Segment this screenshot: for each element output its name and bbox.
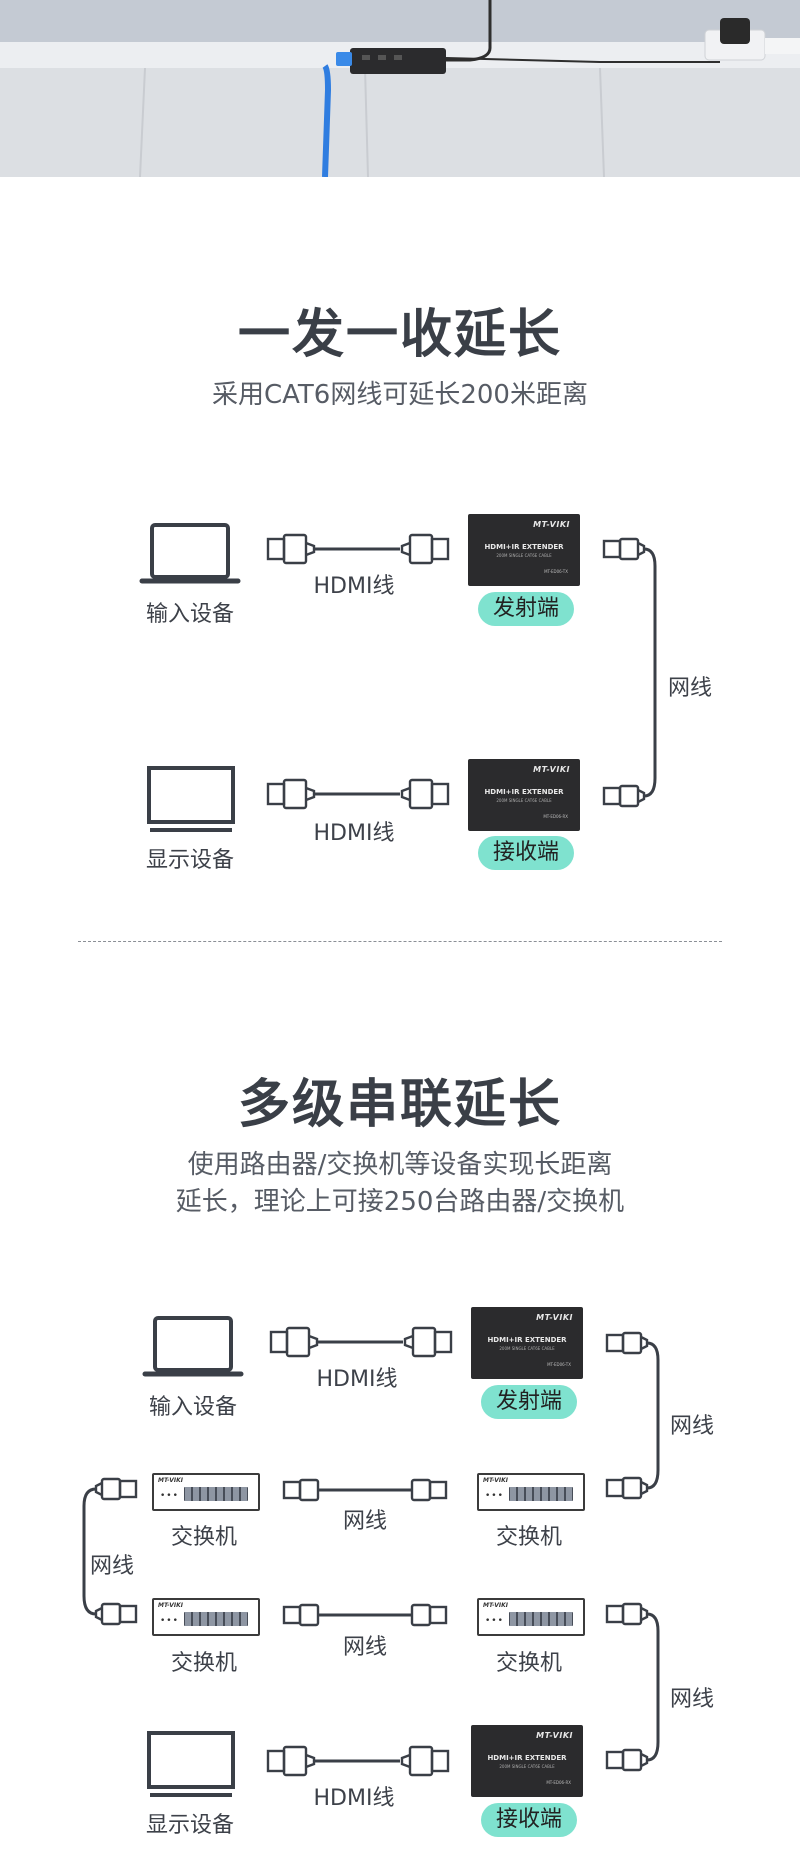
- network-cable-icon: [282, 1603, 448, 1627]
- network-cable-icon: [82, 1477, 138, 1626]
- section1-title: 一发一收延长: [237, 305, 562, 365]
- hdmi-cable-label: HDMI线: [313, 821, 395, 846]
- device-cable-spec: 200M SINGLE CAT6E CABLE: [496, 553, 552, 558]
- hdmi-cable-icon: [269, 1326, 453, 1358]
- receiver-device: MT-VIKI HDMI+IR EXTENDER 200M SINGLE CAT…: [471, 1725, 583, 1797]
- receiver-device: MT-VIKI HDMI+IR EXTENDER 200M SINGLE CAT…: [468, 759, 580, 831]
- device-brand: MT-VIKI: [533, 520, 570, 529]
- network-cable-label: 网线: [669, 1414, 714, 1439]
- switch-leds: •••: [160, 1491, 179, 1501]
- switch-ports: [184, 1612, 248, 1626]
- device-model: HDMI+IR EXTENDER: [484, 543, 564, 551]
- device-code: MT-ED06-TX: [547, 1362, 571, 1367]
- switch-leds: •••: [485, 1491, 504, 1501]
- network-switch: MT-VIKI •••: [477, 1473, 585, 1511]
- switch-brand: MT-VIKI: [158, 1602, 183, 1609]
- hdmi-cable-label: HDMI线: [313, 1786, 395, 1811]
- switch-brand: MT-VIKI: [483, 1477, 508, 1484]
- network-cable-label: 网线: [667, 676, 712, 701]
- network-switch: MT-VIKI •••: [152, 1473, 260, 1511]
- receiver-badge: 接收端: [481, 1803, 577, 1837]
- switch-label: 交换机: [170, 1651, 237, 1676]
- input-device-label: 输入设备: [148, 1395, 237, 1420]
- switch-ports: [509, 1612, 573, 1626]
- receiver-badge: 接收端: [478, 836, 574, 870]
- display-device-label: 显示设备: [145, 1813, 234, 1838]
- network-cable-icon: [605, 1331, 660, 1500]
- monitor-icon: [147, 766, 235, 832]
- hdmi-cable-icon: [266, 778, 450, 810]
- transmitter-device: MT-VIKI HDMI+IR EXTENDER 200M SINGLE CAT…: [468, 514, 580, 586]
- device-brand: MT-VIKI: [536, 1731, 573, 1740]
- product-photo: [0, 0, 800, 177]
- input-device-label: 输入设备: [145, 602, 234, 627]
- network-cable-label: 网线: [669, 1687, 714, 1712]
- hdmi-cable-icon: [266, 1745, 450, 1777]
- photo-illustration: [0, 0, 800, 177]
- display-device-label: 显示设备: [145, 848, 234, 873]
- switch-leds: •••: [160, 1616, 179, 1626]
- section2-subtitle-line2: 延长，理论上可接250台路由器/交换机: [175, 1187, 625, 1217]
- device-cable-spec: 200M SINGLE CAT6E CABLE: [496, 798, 552, 803]
- network-switch: MT-VIKI •••: [152, 1598, 260, 1636]
- hdmi-cable-label: HDMI线: [316, 1367, 398, 1392]
- device-model: HDMI+IR EXTENDER: [484, 788, 564, 796]
- network-cable-label: 网线: [89, 1554, 134, 1579]
- device-cable-spec: 200M SINGLE CAT6E CABLE: [499, 1346, 555, 1351]
- switch-ports: [184, 1487, 248, 1501]
- device-model: HDMI+IR EXTENDER: [487, 1336, 567, 1344]
- laptop-icon: [139, 523, 241, 584]
- network-cable-label: 网线: [342, 1509, 387, 1534]
- network-switch: MT-VIKI •••: [477, 1598, 585, 1636]
- device-model: HDMI+IR EXTENDER: [487, 1754, 567, 1762]
- section2-subtitle-line1: 使用路由器/交换机等设备实现长距离: [187, 1150, 613, 1180]
- device-code: MT-ED06-RX: [546, 1780, 571, 1785]
- section2-title: 多级串联延长: [237, 1075, 562, 1135]
- switch-label: 交换机: [170, 1525, 237, 1550]
- laptop-icon: [142, 1316, 244, 1377]
- device-code: MT-ED06-RX: [543, 814, 568, 819]
- hdmi-cable-icon: [266, 533, 450, 565]
- hdmi-cable-label: HDMI线: [313, 574, 395, 599]
- device-brand: MT-VIKI: [533, 765, 570, 774]
- section1-subtitle: 采用CAT6网线可延长200米距离: [212, 380, 588, 410]
- network-cable-icon: [282, 1478, 448, 1502]
- switch-label: 交换机: [495, 1525, 562, 1550]
- network-cable-label: 网线: [342, 1635, 387, 1660]
- switch-brand: MT-VIKI: [483, 1602, 508, 1609]
- device-code: MT-ED06-TX: [544, 569, 568, 574]
- network-cable-icon: [605, 1602, 660, 1772]
- switch-leds: •••: [485, 1616, 504, 1626]
- switch-brand: MT-VIKI: [158, 1477, 183, 1484]
- section-divider: [78, 941, 722, 942]
- transmitter-badge: 发射端: [478, 592, 574, 626]
- device-brand: MT-VIKI: [536, 1313, 573, 1322]
- switch-ports: [509, 1487, 573, 1501]
- transmitter-badge: 发射端: [481, 1385, 577, 1419]
- device-cable-spec: 200M SINGLE CAT6E CABLE: [499, 1764, 555, 1769]
- transmitter-device: MT-VIKI HDMI+IR EXTENDER 200M SINGLE CAT…: [471, 1307, 583, 1379]
- switch-label: 交换机: [495, 1651, 562, 1676]
- monitor-icon: [147, 1731, 235, 1797]
- network-cable-icon: [602, 537, 657, 808]
